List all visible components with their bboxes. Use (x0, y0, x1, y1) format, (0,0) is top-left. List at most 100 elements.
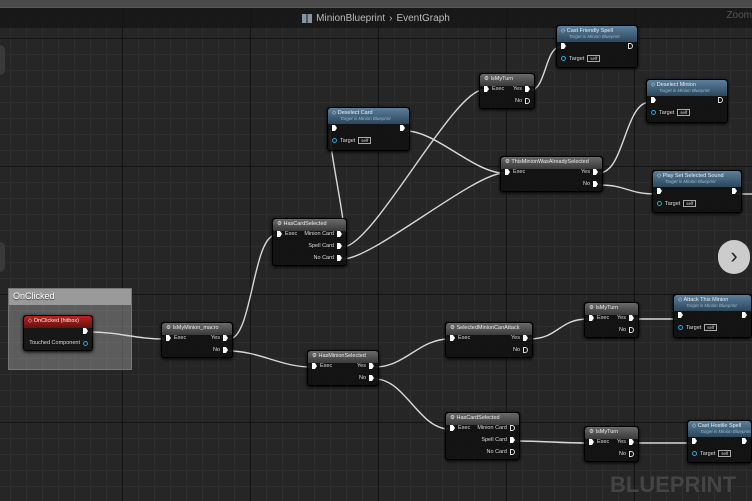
exec-wire[interactable] (528, 318, 589, 340)
exec-wire[interactable] (515, 440, 589, 444)
exec-wire[interactable] (228, 234, 277, 340)
pin-exec-out[interactable] (718, 97, 723, 103)
node-header[interactable]: ⚙ HasMinionSelected (308, 351, 378, 363)
pin-default-value[interactable]: self (358, 137, 372, 144)
breadcrumb-graph[interactable]: EventGraph (396, 12, 450, 24)
pin-spell-card[interactable]: Spell Card (308, 243, 342, 249)
node-header[interactable]: ⚙ IsMyTurn (480, 74, 534, 86)
pin-yes[interactable]: Yes (581, 169, 598, 175)
node-header[interactable]: ⚙ SelectedMinionCanAttack (446, 323, 532, 335)
node-header[interactable]: ⚙ IsMyTurn (585, 303, 638, 315)
exec-wire[interactable] (342, 89, 484, 248)
pin-exec-in[interactable] (657, 188, 662, 194)
pin-exec-in[interactable] (332, 125, 337, 131)
pin-exec-out[interactable] (400, 125, 405, 131)
exec-wire[interactable] (374, 338, 450, 368)
left-panel-handle[interactable] (0, 242, 5, 272)
pin-exec-in[interactable] (651, 97, 656, 103)
pin-yes[interactable]: Yes (513, 86, 530, 92)
pin-exec-out[interactable] (742, 312, 747, 318)
pin-minion-card[interactable]: Minion Card (477, 425, 515, 431)
node-header[interactable]: ⚙ HasCardSelected (446, 413, 519, 425)
pin-no[interactable]: No (213, 347, 228, 353)
pin-exec[interactable]: Exec (505, 169, 525, 175)
pin-default-value[interactable]: self (704, 324, 718, 331)
node-header[interactable]: ◇ OnClicked (hitbox) (24, 316, 92, 328)
pin-no[interactable]: No (619, 451, 634, 457)
pin-default-value[interactable]: self (587, 55, 601, 62)
exec-wire[interactable] (228, 350, 312, 368)
breadcrumb-blueprint[interactable]: MinionBlueprint (316, 12, 386, 24)
pin-no[interactable]: No (515, 98, 530, 104)
pin-exec[interactable]: Exec (312, 363, 332, 369)
exec-wire[interactable] (342, 172, 505, 260)
pin-exec[interactable]: Exec (450, 335, 470, 341)
pin-exec-out[interactable] (742, 438, 747, 444)
pin-exec-out[interactable] (732, 188, 737, 194)
pin-no[interactable]: No (513, 347, 528, 353)
node-header[interactable]: ⚙ HasCardSelected (273, 219, 346, 231)
pin-exec[interactable]: Exec (484, 86, 504, 92)
next-arrow-button[interactable]: › (718, 240, 750, 274)
pin-yes[interactable]: Yes (211, 335, 228, 341)
exec-wire[interactable] (598, 184, 657, 195)
pin-touched-component[interactable]: Touched Component (29, 340, 88, 346)
pin-no[interactable]: No (583, 181, 598, 187)
pin-default-value[interactable]: self (683, 200, 697, 207)
pin-exec-in[interactable] (678, 312, 683, 318)
pin-exec[interactable]: Exec (277, 231, 297, 237)
pin-exec[interactable]: Exec (450, 425, 470, 431)
pin-yes[interactable]: Yes (617, 439, 634, 445)
left-panel-handle[interactable] (0, 45, 5, 75)
node-header[interactable]: ⚙ ThisMinionWasAlreadySelected (501, 157, 602, 169)
pin-exec-out[interactable] (83, 328, 88, 334)
exec-wire[interactable] (374, 378, 450, 430)
pin-yes[interactable]: Yes (511, 335, 528, 341)
pin-default-value[interactable]: self (718, 450, 732, 457)
pin-no[interactable]: No (359, 375, 374, 381)
pin-exec[interactable]: Exec (589, 315, 609, 321)
exec-wire[interactable] (598, 101, 651, 174)
node-onclicked[interactable]: ◇ OnClicked (hitbox) Touched Component (23, 315, 93, 351)
pin-spell-card[interactable]: Spell Card (481, 437, 515, 443)
pin-no-card[interactable]: No Card (314, 255, 342, 261)
pin-minion-card[interactable]: Minion Card (304, 231, 342, 237)
pin-exec[interactable]: Exec (589, 439, 609, 445)
pin-exec[interactable]: Exec (166, 335, 186, 341)
node-header[interactable]: ⚙ IsMyMinion_macro (162, 323, 232, 335)
pin-no-card[interactable]: No Card (487, 449, 515, 455)
pin-exec-out[interactable] (628, 43, 633, 49)
node-header[interactable]: ⚙ IsMyTurn (585, 427, 638, 439)
exec-wire[interactable] (405, 130, 505, 174)
exec-wire[interactable] (88, 331, 166, 340)
pin-default-value[interactable]: self (677, 109, 691, 116)
pin-exec-in[interactable] (692, 438, 697, 444)
pin-yes[interactable]: Yes (357, 363, 374, 369)
